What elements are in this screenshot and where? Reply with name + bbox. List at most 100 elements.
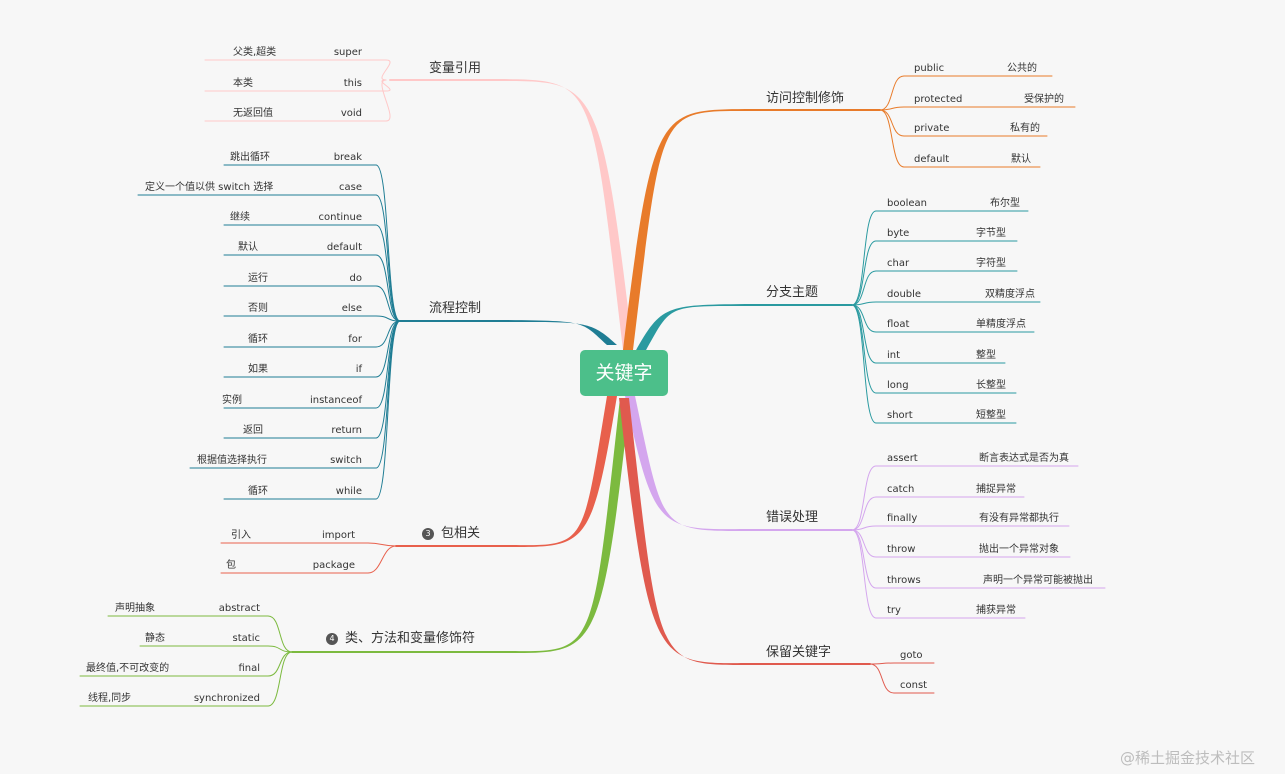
leaf-link-var-ref-0 [381, 59, 391, 81]
leaf-desc-errors-3: 抛出一个异常对象 [979, 544, 1059, 555]
leaf-keyword-package-0[interactable]: import [321, 530, 355, 541]
leaf-keyword-flow-9[interactable]: return [331, 425, 362, 436]
leaf-desc-flow-10: 根据值选择执行 [197, 455, 267, 466]
leaf-link-types-1 [851, 240, 877, 306]
leaf-keyword-flow-7[interactable]: if [355, 364, 362, 375]
branch-label-reserved[interactable]: 保留关键字 [766, 645, 831, 661]
branch-label-access[interactable]: 访问控制修饰 [766, 91, 844, 107]
leaf-desc-flow-0: 跳出循环 [230, 152, 270, 163]
leaf-keyword-modifiers-3[interactable]: synchronized [193, 693, 260, 704]
leaf-keyword-var-ref-2[interactable]: void [340, 108, 362, 119]
root-node[interactable]: 关键字 [580, 350, 668, 396]
leaf-keyword-flow-10[interactable]: switch [330, 455, 362, 466]
leaf-keyword-errors-4[interactable]: throws [887, 575, 921, 586]
leaf-keyword-types-3[interactable]: double [887, 289, 922, 300]
branch-text-reserved: 保留关键字 [766, 645, 832, 660]
leaf-link-types-0 [851, 210, 877, 306]
branch-text-package: 包相关 [441, 526, 481, 541]
leaf-link-access-2 [879, 109, 905, 137]
leaf-keyword-flow-3[interactable]: default [326, 242, 362, 253]
leaf-keyword-flow-4[interactable]: do [349, 273, 362, 284]
leaf-desc-flow-11: 循环 [248, 486, 268, 497]
leaf-link-modifiers-0 [267, 615, 293, 653]
leaf-link-errors-2 [851, 525, 877, 531]
leaf-keyword-access-1[interactable]: protected [914, 94, 963, 105]
leaf-keyword-modifiers-2[interactable]: final [238, 663, 260, 674]
leaf-keyword-types-1[interactable]: byte [887, 228, 910, 239]
leaf-desc-types-0: 布尔型 [990, 198, 1020, 209]
leaf-keyword-flow-6[interactable]: for [348, 334, 362, 345]
leaf-desc-errors-2: 有没有异常都执行 [979, 513, 1059, 524]
leaf-link-access-1 [879, 106, 905, 111]
leaf-keyword-flow-8[interactable]: instanceof [309, 395, 362, 406]
leaf-desc-flow-6: 循环 [248, 334, 268, 345]
mindmap-links [79, 59, 1106, 707]
leaf-keyword-errors-0[interactable]: assert [887, 453, 918, 464]
leaf-link-flow-10 [375, 320, 401, 469]
branch-curve-package [512, 396, 617, 547]
branch-label-types[interactable]: 分支主题 [766, 285, 818, 301]
leaf-desc-flow-2: 继续 [230, 212, 250, 223]
leaf-keyword-modifiers-0[interactable]: abstract [218, 603, 260, 614]
leaf-link-flow-7 [375, 320, 401, 378]
branch-label-errors[interactable]: 错误处理 [766, 510, 818, 526]
branch-curve-types [635, 304, 745, 352]
leaf-keyword-access-3[interactable]: default [914, 154, 950, 165]
leaf-link-package-0 [367, 542, 397, 547]
leaf-link-errors-0 [851, 465, 877, 531]
branch-text-flow: 流程控制 [429, 301, 482, 316]
leaf-keyword-package-1[interactable]: package [312, 560, 355, 571]
leaf-keyword-errors-2[interactable]: finally [887, 513, 918, 524]
leaf-keyword-types-5[interactable]: int [887, 350, 901, 361]
leaf-link-flow-4 [375, 285, 401, 322]
leaf-link-reserved-1 [869, 663, 895, 694]
leaf-keyword-errors-5[interactable]: try [887, 605, 901, 616]
leaf-keyword-types-4[interactable]: float [887, 319, 910, 330]
leaf-desc-modifiers-1: 静态 [145, 633, 165, 644]
leaf-keyword-modifiers-1[interactable]: static [232, 633, 260, 644]
leaf-keyword-errors-1[interactable]: catch [887, 484, 915, 495]
leaf-link-types-3 [851, 301, 877, 306]
leaf-link-types-2 [851, 270, 877, 306]
leaf-keyword-access-2[interactable]: private [914, 123, 950, 134]
leaf-desc-modifiers-3: 线程,同步 [88, 693, 132, 704]
leaf-keyword-access-0[interactable]: public [914, 63, 945, 74]
leaf-keyword-types-0[interactable]: boolean [887, 198, 927, 209]
branch-curve-var-ref [500, 79, 633, 350]
branch-curve-reserved [619, 398, 745, 665]
leaf-keyword-types-2[interactable]: char [887, 258, 910, 269]
leaf-desc-errors-0: 断言表达式是否为真 [979, 453, 1069, 464]
leaf-link-flow-3 [375, 254, 401, 322]
leaf-keyword-flow-1[interactable]: case [339, 182, 362, 193]
leaf-desc-package-1: 包 [226, 560, 236, 571]
branch-label-var-ref[interactable]: 变量引用 [429, 61, 481, 77]
leaf-keyword-var-ref-1[interactable]: this [343, 78, 362, 89]
leaf-desc-flow-9: 返回 [243, 425, 263, 436]
leaf-desc-types-1: 字节型 [976, 228, 1006, 239]
leaf-keyword-reserved-1[interactable]: const [900, 680, 928, 691]
branch-text-access: 访问控制修饰 [766, 91, 845, 106]
leaf-link-modifiers-1 [267, 645, 293, 653]
leaf-keyword-types-6[interactable]: long [887, 380, 909, 391]
leaf-keyword-flow-11[interactable]: while [335, 486, 362, 497]
leaf-link-flow-11 [375, 320, 401, 500]
leaf-keyword-flow-2[interactable]: continue [318, 212, 362, 223]
leaf-keyword-errors-3[interactable]: throw [887, 544, 916, 555]
leaf-keyword-flow-5[interactable]: else [341, 303, 362, 314]
branch-text-var-ref: 变量引用 [429, 61, 482, 76]
leaf-desc-types-3: 双精度浮点 [985, 289, 1035, 300]
leaf-keyword-flow-0[interactable]: break [333, 152, 362, 163]
leaf-keyword-types-7[interactable]: short [887, 410, 913, 421]
leaf-desc-types-7: 短整型 [976, 410, 1006, 421]
branch-curve-modifiers [512, 398, 630, 653]
leaf-link-reserved-0 [869, 662, 895, 665]
leaf-keyword-var-ref-0[interactable]: super [333, 47, 362, 58]
leaf-desc-flow-1: 定义一个值以供 switch 选择 [145, 182, 274, 193]
branch-label-flow[interactable]: 流程控制 [429, 301, 481, 317]
leaf-link-errors-5 [851, 529, 877, 619]
leaf-keyword-reserved-0[interactable]: goto [900, 650, 923, 661]
leaf-link-package-1 [367, 545, 397, 574]
